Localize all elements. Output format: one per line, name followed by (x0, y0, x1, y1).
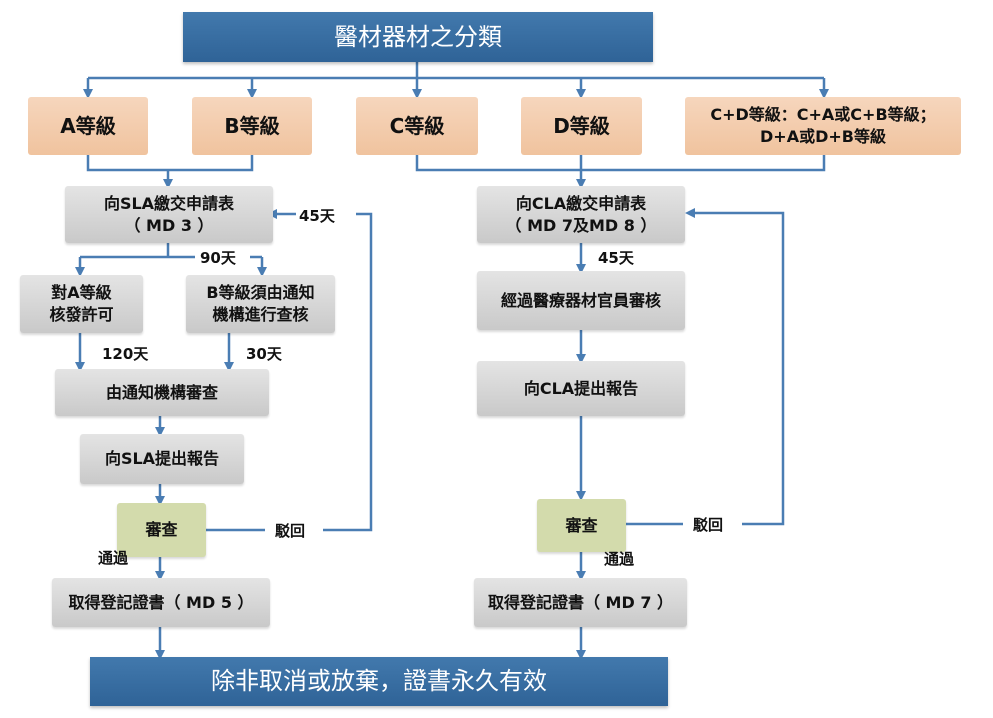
grade-combo-line2: D+A或D+B等級 (760, 127, 886, 146)
notified-body-review-box: 由通知機構審查 (55, 369, 269, 416)
cla-application-line2: （ MD 7及MD 8 ） (505, 215, 657, 235)
cla-report-box: 向CLA提出報告 (477, 361, 685, 416)
pass-label-right: 通過 (604, 550, 635, 568)
connector (323, 212, 373, 532)
days-45-label-left: 45天 (296, 205, 338, 226)
diagram-title: 醫材器材之分類 (183, 12, 653, 62)
sla-application-line2: （ MD 3 ） (124, 215, 214, 235)
sla-application-line1: 向SLA繳交申請表 (103, 193, 235, 213)
days-90-label: 90天 (197, 247, 239, 268)
a-permit-line2: 核發許可 (49, 305, 114, 324)
cla-application-line1: 向CLA繳交申請表 (515, 193, 647, 213)
b-audit-line2: 機構進行查核 (212, 305, 309, 324)
days-120-label: 120天 (102, 345, 149, 363)
officer-review-box: 經過醫療器材官員審核 (477, 271, 685, 330)
reject-label-right: 駁回 (690, 514, 727, 535)
a-permit-line1: 對A等級 (51, 283, 112, 303)
sla-review-box: 審查 (117, 503, 206, 557)
pass-label-left: 通過 (98, 549, 129, 567)
cla-certificate-box: 取得登記證書（ MD 7 ） (474, 578, 687, 627)
grade-b-box: B等級 (192, 97, 312, 155)
grade-combo-line1: C+D等級：C+A或C+B等級； (710, 105, 936, 125)
days-45-label-right: 45天 (598, 249, 634, 267)
validity-footer: 除非取消或放棄，證書永久有效 (90, 657, 668, 706)
days-30-label: 30天 (246, 345, 282, 363)
connector (86, 155, 254, 172)
sla-report-box: 向SLA提出報告 (80, 434, 244, 484)
grade-a-box: A等級 (28, 97, 148, 155)
connector (415, 155, 826, 172)
sla-certificate-box: 取得登記證書（ MD 5 ） (52, 578, 270, 627)
reject-label-left: 駁回 (272, 520, 309, 541)
b-audit-line1: B等級須由通知 (206, 283, 315, 303)
grade-combo-box: C+D等級：C+A或C+B等級； D+A或D+B等級 (685, 97, 961, 155)
a-permit-box: 對A等級 核發許可 (20, 275, 143, 333)
cla-review-box: 審查 (537, 499, 626, 552)
cla-application-box: 向CLA繳交申請表 （ MD 7及MD 8 ） (477, 186, 685, 243)
sla-application-box: 向SLA繳交申請表 （ MD 3 ） (65, 186, 273, 243)
grade-c-box: C等級 (356, 97, 478, 155)
arrow (685, 208, 785, 526)
b-audit-box: B等級須由通知 機構進行查核 (186, 275, 335, 333)
grade-d-box: D等級 (521, 97, 642, 155)
